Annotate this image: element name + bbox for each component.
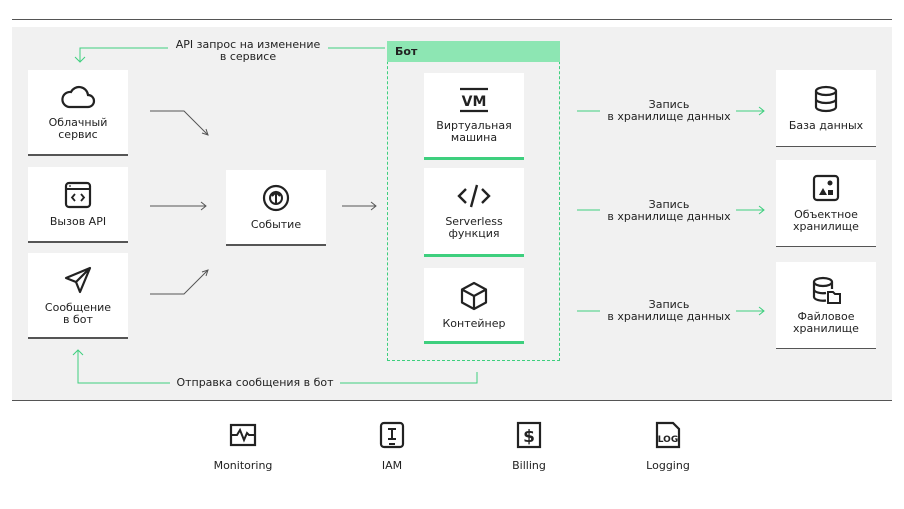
object-storage-label: Объектное хранилище [793,208,859,233]
send-message-line [338,372,478,384]
logging-service: LOG Logging [618,420,718,472]
event-to-bot-arrowhead [370,201,377,211]
database-label: База данных [788,119,864,132]
message-label: Сообщение в бот [44,301,112,326]
iam-service: IAM [342,420,442,472]
cloud-to-event-arrowhead [201,128,209,136]
vm-card: VM Виртуальная машина [424,73,524,160]
cloud-icon [61,85,96,109]
code-icon [457,184,491,208]
write-arrowhead-3 [758,306,765,316]
container-card: Контейнер [424,268,524,344]
vm-icon: VM [460,87,488,113]
cloud-service-card: Облачный сервис [28,70,128,156]
monitoring-service: Monitoring [193,420,293,472]
browser-code-icon [64,181,92,209]
container-label: Контейнер [442,316,506,330]
message-to-event-arrowhead [201,269,209,277]
svg-text:LOG: LOG [658,435,678,445]
api-request-note: API запрос на изменение в сервисе [168,39,328,63]
monitoring-label: Monitoring [213,459,273,472]
paper-plane-icon [64,266,92,294]
message-card: Сообщение в бот [28,253,128,339]
write-note-3: Запись в хранилище данных [607,298,731,323]
event-label: Событие [250,218,302,231]
write-note-1: Запись в хранилище данных [607,98,731,123]
file-storage-card: Файловое хранилище [776,262,876,349]
top-divider [12,19,892,20]
cube-icon [460,281,488,310]
billing-icon: $ [516,421,542,449]
write-note-2: Запись в хранилище данных [607,198,731,223]
object-storage-card: Объектное хранилище [776,160,876,247]
object-storage-icon [812,174,840,202]
logging-label: Logging [646,459,690,472]
api-call-card: Вызов API [28,167,128,243]
api-call-label: Вызов API [49,215,107,228]
file-storage-label: Файловое хранилище [793,310,859,335]
send-message-note: Отправка сообщения в бот [170,377,340,389]
serverless-label: Serverless функция [445,215,503,240]
bot-group-title: Бот [387,41,560,62]
logging-icon: LOG [655,421,681,449]
svg-text:VM: VM [462,94,487,110]
send-message-line-left [77,350,171,384]
monitoring-icon [229,423,257,447]
database-icon [814,85,838,113]
iam-label: IAM [381,459,403,472]
cloud-to-event-line [150,110,209,136]
billing-service: $ Billing [479,420,579,472]
event-card: Событие [226,170,326,246]
iam-icon [379,421,405,449]
write-arrowhead-1 [758,106,765,116]
api-request-line-left [79,47,170,62]
serverless-card: Serverless функция [424,168,524,257]
file-storage-icon [812,276,841,304]
send-message-arrowhead [72,349,84,356]
api-to-event-arrowhead [200,201,207,211]
api-request-arrowhead [74,56,86,63]
svg-text:$: $ [523,427,535,447]
database-card: База данных [776,70,876,147]
write-arrowhead-2 [758,205,765,215]
vm-label: Виртуальная машина [436,119,512,144]
bottom-divider [12,400,892,401]
message-to-event-line [150,269,209,295]
cloud-service-label: Облачный сервис [48,116,108,141]
event-icon [262,184,290,212]
billing-label: Billing [512,459,546,472]
